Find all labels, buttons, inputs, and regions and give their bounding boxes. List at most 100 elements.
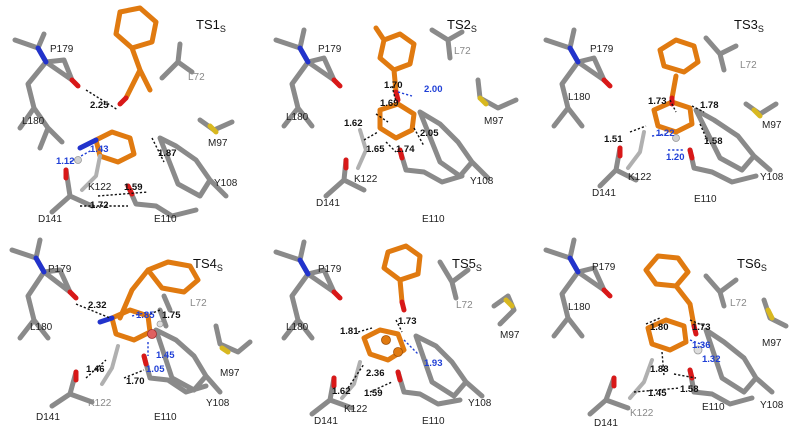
panel-ts5-title: TS5S xyxy=(452,256,482,273)
residue-label: P179 xyxy=(50,44,74,55)
residue-label: E110 xyxy=(154,214,177,225)
panel-ts6: TS6S P179 L72 L180 M97 K122 Y108 D141 E1… xyxy=(543,237,789,429)
panel-ts3: TS3S P179 L72 L180 M97 K122 Y108 D141 E1… xyxy=(543,17,784,205)
distance-label: 1.72 xyxy=(90,200,109,211)
distance-label-blue: 1.12 xyxy=(56,156,75,167)
panel-ts2: TS2S P179 L72 L180 M97 K122 Y108 D141 E1… xyxy=(273,17,519,225)
residue-label: E110 xyxy=(422,214,445,225)
residue-label: K122 xyxy=(628,172,652,183)
distance-label: 1.58 xyxy=(680,384,699,395)
residue-label: L72 xyxy=(730,298,747,309)
distance-label-blue: 1.36 xyxy=(692,340,711,351)
distance-label: 1.45 xyxy=(648,388,667,399)
residue-label: D141 xyxy=(38,214,62,225)
panel-ts2-title: TS2S xyxy=(447,17,477,34)
residue-label: M97 xyxy=(762,338,782,349)
residue-label: D141 xyxy=(592,188,616,199)
residue-label: K122 xyxy=(88,182,112,193)
residue-label: M97 xyxy=(208,138,228,149)
residue-label: L180 xyxy=(568,302,591,313)
distance-label: 1.65 xyxy=(366,144,385,155)
distance-label: 1.59 xyxy=(124,182,143,193)
residue-label: D141 xyxy=(314,416,338,427)
distance-label: 1.81 xyxy=(340,326,359,337)
residue-label: P179 xyxy=(590,44,614,55)
distance-label: 2.05 xyxy=(420,128,439,139)
residue-label: P179 xyxy=(318,264,342,275)
distance-label-blue: 1.05 xyxy=(146,364,165,375)
distance-label-blue: 1.32 xyxy=(702,354,721,365)
distance-label: 1.73 xyxy=(398,316,417,327)
residue-label: P179 xyxy=(48,264,72,275)
distance-label: 1.75 xyxy=(162,310,181,321)
residue-label: D141 xyxy=(316,198,340,209)
distance-label: 1.46 xyxy=(86,364,105,375)
distance-label-blue: 1.85 xyxy=(136,310,155,321)
panel-ts4-title: TS4S xyxy=(193,256,223,273)
distance-label: 1.62 xyxy=(344,118,363,129)
residue-label: L72 xyxy=(454,46,471,57)
distance-label-blue: 1.43 xyxy=(90,144,109,155)
residue-label: K122 xyxy=(88,398,112,409)
residue-label: M97 xyxy=(484,116,504,127)
residue-label: L180 xyxy=(568,92,591,103)
distance-label: 1.70 xyxy=(384,80,403,91)
residue-label: M97 xyxy=(762,120,782,131)
distance-label: 1.88 xyxy=(650,364,669,375)
distance-label: 1.78 xyxy=(700,100,719,111)
residue-label: L180 xyxy=(286,112,309,123)
distance-label: 1.51 xyxy=(604,134,623,145)
panel-ts1-title: TS1S xyxy=(196,17,226,34)
residue-label: M97 xyxy=(220,368,240,379)
residue-label: L180 xyxy=(22,116,45,127)
residue-label: D141 xyxy=(36,412,60,423)
residue-label: Y108 xyxy=(468,398,492,409)
residue-label: L180 xyxy=(286,322,309,333)
residue-label: E110 xyxy=(154,412,177,423)
distance-label-blue: 2.00 xyxy=(424,84,443,95)
residue-label: K122 xyxy=(344,404,368,415)
panel-ts5: TS5S P179 L72 L180 M97 K122 Y108 D141 E1… xyxy=(273,239,520,427)
distance-label: 2.36 xyxy=(366,368,385,379)
distance-label: 1.70 xyxy=(126,376,145,387)
residue-label: L72 xyxy=(190,298,207,309)
residue-label: Y108 xyxy=(214,178,238,189)
distance-label: 1.69 xyxy=(380,98,399,109)
residue-label: Y108 xyxy=(760,172,784,183)
distance-label: 1.62 xyxy=(332,386,351,397)
distance-label: 1.87 xyxy=(158,148,177,159)
distance-label: 1.74 xyxy=(396,144,415,155)
distance-label: 1.59 xyxy=(364,388,383,399)
residue-label: E110 xyxy=(694,194,717,205)
residue-label: M97 xyxy=(500,330,520,341)
residue-label: Y108 xyxy=(206,398,230,409)
distance-label: 1.73 xyxy=(648,96,667,107)
residue-label: E110 xyxy=(422,416,445,427)
residue-label: K122 xyxy=(630,408,654,419)
residue-label: L72 xyxy=(740,60,757,71)
panel-ts3-title: TS3S xyxy=(734,17,764,34)
distance-label-blue: 1.93 xyxy=(424,358,443,369)
residue-label: K122 xyxy=(354,174,378,185)
distance-label-blue: 1.20 xyxy=(666,152,685,163)
distance-label: 1.58 xyxy=(704,136,723,147)
residue-label: E110 xyxy=(702,402,725,413)
residue-label: L72 xyxy=(456,300,473,311)
distance-label: 2.25 xyxy=(90,100,109,111)
panel-ts1: TS1S P179 L72 L180 M97 K122 Y108 D141 E1… xyxy=(12,5,238,225)
panel-ts4: TS4S P179 L72 L180 M97 K122 Y108 D141 E1… xyxy=(9,237,253,423)
residue-label: L180 xyxy=(30,322,53,333)
distance-label: 1.73 xyxy=(692,322,711,333)
residue-label: P179 xyxy=(318,44,342,55)
panel-ts6-title: TS6S xyxy=(737,256,767,273)
distance-label: 2.32 xyxy=(88,300,107,311)
distance-label-blue: 1.22 xyxy=(656,128,675,139)
residue-label: Y108 xyxy=(760,400,784,411)
distance-label-blue: 1.45 xyxy=(156,350,175,361)
residue-label: L72 xyxy=(188,72,205,83)
distance-label: 1.80 xyxy=(650,322,669,333)
residue-label: Y108 xyxy=(470,176,494,187)
residue-label: D141 xyxy=(594,418,618,429)
residue-label: P179 xyxy=(592,262,616,273)
